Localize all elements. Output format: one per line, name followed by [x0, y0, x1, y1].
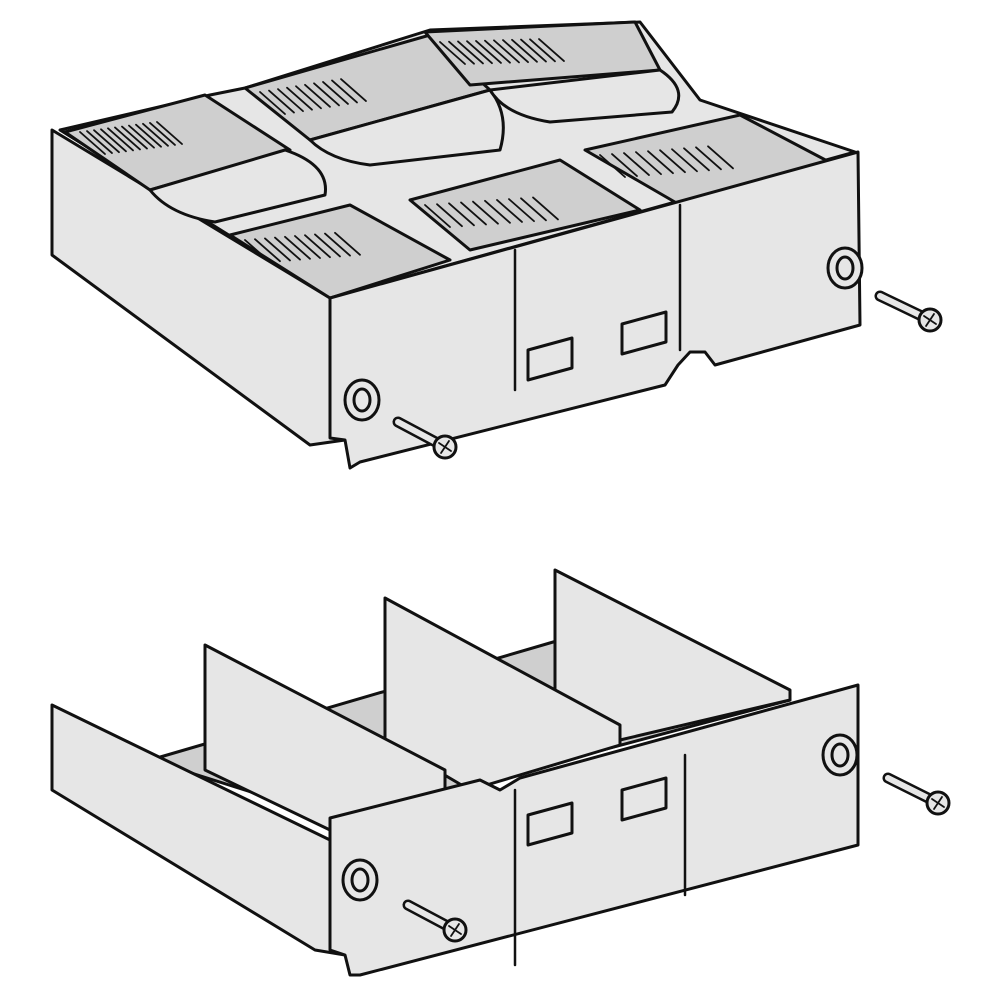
cover-rib [611, 153, 638, 177]
cover-rib [538, 38, 565, 62]
cover-2-tab [308, 88, 505, 167]
cover-rib [114, 126, 141, 151]
cover-rib [304, 234, 331, 259]
window-slot [526, 336, 574, 382]
screw-icon [882, 772, 951, 816]
bottom-shield-side-wall [50, 703, 347, 957]
cover-rib [294, 235, 321, 259]
cover-rib [314, 233, 341, 258]
cover-rib [142, 122, 169, 147]
cover-rib [466, 40, 493, 65]
cover-rib [508, 198, 535, 223]
cover-rib [244, 239, 271, 263]
top-covers [63, 20, 837, 300]
cover-rib [496, 199, 523, 223]
cover-rib [623, 152, 650, 176]
retaining-clip-icon [826, 246, 864, 290]
top-shield-front-plate [328, 150, 862, 470]
cover-rib [511, 38, 538, 63]
cover-rib [695, 146, 722, 171]
cover-rib [286, 86, 313, 111]
cover-rib [259, 91, 286, 115]
cover-rib [599, 154, 626, 178]
bottom-shield-front-plate [328, 683, 860, 977]
cover-rib [439, 41, 466, 65]
window-slot [620, 776, 668, 822]
cover-rib [86, 130, 113, 154]
cover-rib [475, 40, 502, 64]
cover-rib [340, 78, 367, 102]
fasteners [341, 246, 951, 943]
cover-rib [107, 127, 134, 152]
cover-rib [277, 88, 304, 113]
cover-rib [268, 89, 295, 114]
cover-rib [448, 40, 475, 65]
cover-rib [647, 150, 674, 175]
retaining-clip-icon [821, 733, 859, 777]
partition-2 [383, 596, 622, 792]
cover-rib [532, 196, 559, 221]
cover-rib [484, 39, 511, 64]
cover-rib [671, 148, 698, 173]
cover-rib [707, 145, 734, 170]
cover-rib [529, 38, 556, 63]
cover-rib [100, 128, 127, 153]
cover-rib [128, 124, 155, 149]
cover-rib [264, 237, 291, 262]
cover-rib [334, 231, 361, 256]
cover-rib [472, 200, 499, 225]
cover-rib [635, 151, 662, 176]
cover-rib [93, 129, 120, 154]
cover-rib [520, 38, 547, 63]
screw-icon [392, 416, 458, 460]
cover-rib [295, 85, 322, 110]
screw-icon [402, 899, 468, 943]
bottom-shield-assembly [50, 568, 860, 977]
cover-rib [502, 39, 529, 64]
cover-rib [683, 147, 710, 172]
cover-rib [135, 123, 162, 148]
cover-rib [313, 82, 340, 107]
retaining-clip-icon [341, 858, 379, 902]
cover-rib [520, 197, 547, 222]
cover-rib [322, 81, 349, 105]
cover-rib [448, 202, 475, 227]
partition-3 [553, 568, 792, 742]
retaining-clip-icon [343, 378, 381, 422]
cover-rib [149, 122, 176, 146]
cover-rib [460, 201, 487, 226]
cover-rib [79, 131, 106, 155]
cover-1-lower [228, 203, 452, 300]
cover-rib [457, 40, 484, 65]
screw-icon [874, 290, 943, 333]
cover-rib [659, 149, 686, 174]
cover-rib [254, 238, 281, 263]
cover-rib [324, 232, 351, 257]
cover-rib [121, 125, 148, 150]
cover-rib [304, 83, 331, 108]
window-slot [620, 310, 668, 356]
top-shield-assembly [50, 20, 862, 470]
cover-rib [284, 235, 311, 260]
window-slot [526, 801, 574, 847]
cover-3-tab [488, 68, 681, 124]
cover-1-tab [148, 148, 327, 224]
cover-rib [424, 204, 451, 228]
cover-rib [484, 199, 511, 224]
cover-rib [493, 39, 520, 64]
cover-rib [156, 121, 183, 145]
cover-rib [436, 203, 463, 228]
cover-1 [63, 93, 292, 192]
cover-2-lower [408, 158, 642, 252]
cover-rib [331, 79, 358, 104]
cover-rib [274, 236, 301, 261]
